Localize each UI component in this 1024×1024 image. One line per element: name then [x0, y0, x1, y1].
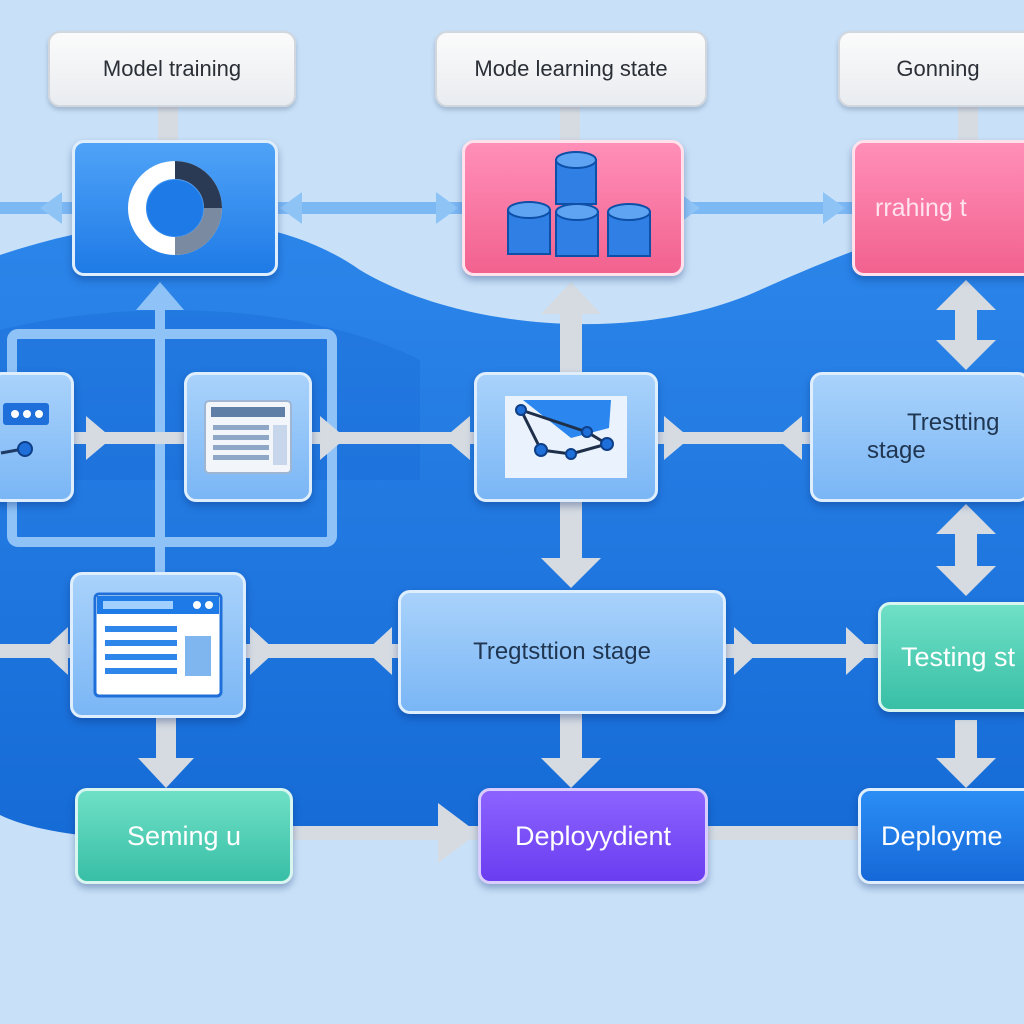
deployme-text: Deployme: [881, 820, 1003, 851]
testing-stage-upper-line2: stage: [867, 437, 926, 464]
ring-chart-icon: [128, 161, 222, 255]
browser-card[interactable]: [70, 572, 246, 718]
network-graph-icon: [505, 396, 627, 478]
testing-stage-lower-card[interactable]: Testing st: [878, 602, 1024, 712]
label-model-training: Model training: [48, 31, 296, 107]
label-gonning-text: Gonning: [896, 56, 980, 81]
document-card[interactable]: [184, 372, 312, 502]
testing-stage-lower-text: Testing st: [901, 641, 1016, 672]
seming-text: Seming u: [126, 820, 242, 851]
tregtsttion-stage-card[interactable]: Tregtsttion stage: [398, 590, 726, 714]
label-model-training-text: Model training: [102, 56, 242, 81]
training-card-text: rrahing t: [875, 193, 967, 222]
tregtsttion-stage-text: Tregtsttion stage: [473, 638, 651, 665]
testing-stage-upper-card[interactable]: Trestting stage: [810, 372, 1024, 502]
learning-state-card[interactable]: [462, 140, 684, 276]
testing-stage-upper-line1: Trestting: [907, 409, 1000, 436]
deploydient-card[interactable]: Deployydient: [478, 788, 708, 884]
blue-wave-shape: [0, 217, 1024, 841]
left-edge-card[interactable]: [0, 372, 74, 502]
label-gonning: Gonning: [838, 31, 1024, 107]
model-training-card[interactable]: [72, 140, 278, 276]
network-card[interactable]: [474, 372, 658, 502]
seming-card[interactable]: Seming u: [75, 788, 293, 884]
window-graph-icon: [0, 403, 49, 457]
browser-window-icon: [93, 592, 223, 698]
deployme-card[interactable]: Deployme: [858, 788, 1024, 884]
deploydient-text: Deployydient: [514, 820, 672, 851]
label-model-learning-state-text: Mode lea­rning state: [474, 56, 668, 81]
document-icon: [204, 400, 292, 474]
label-model-learning-state: Mode lea­rning state: [435, 31, 707, 107]
training-card[interactable]: rrahing t: [852, 140, 1024, 276]
cylinders-icon: [507, 151, 651, 257]
